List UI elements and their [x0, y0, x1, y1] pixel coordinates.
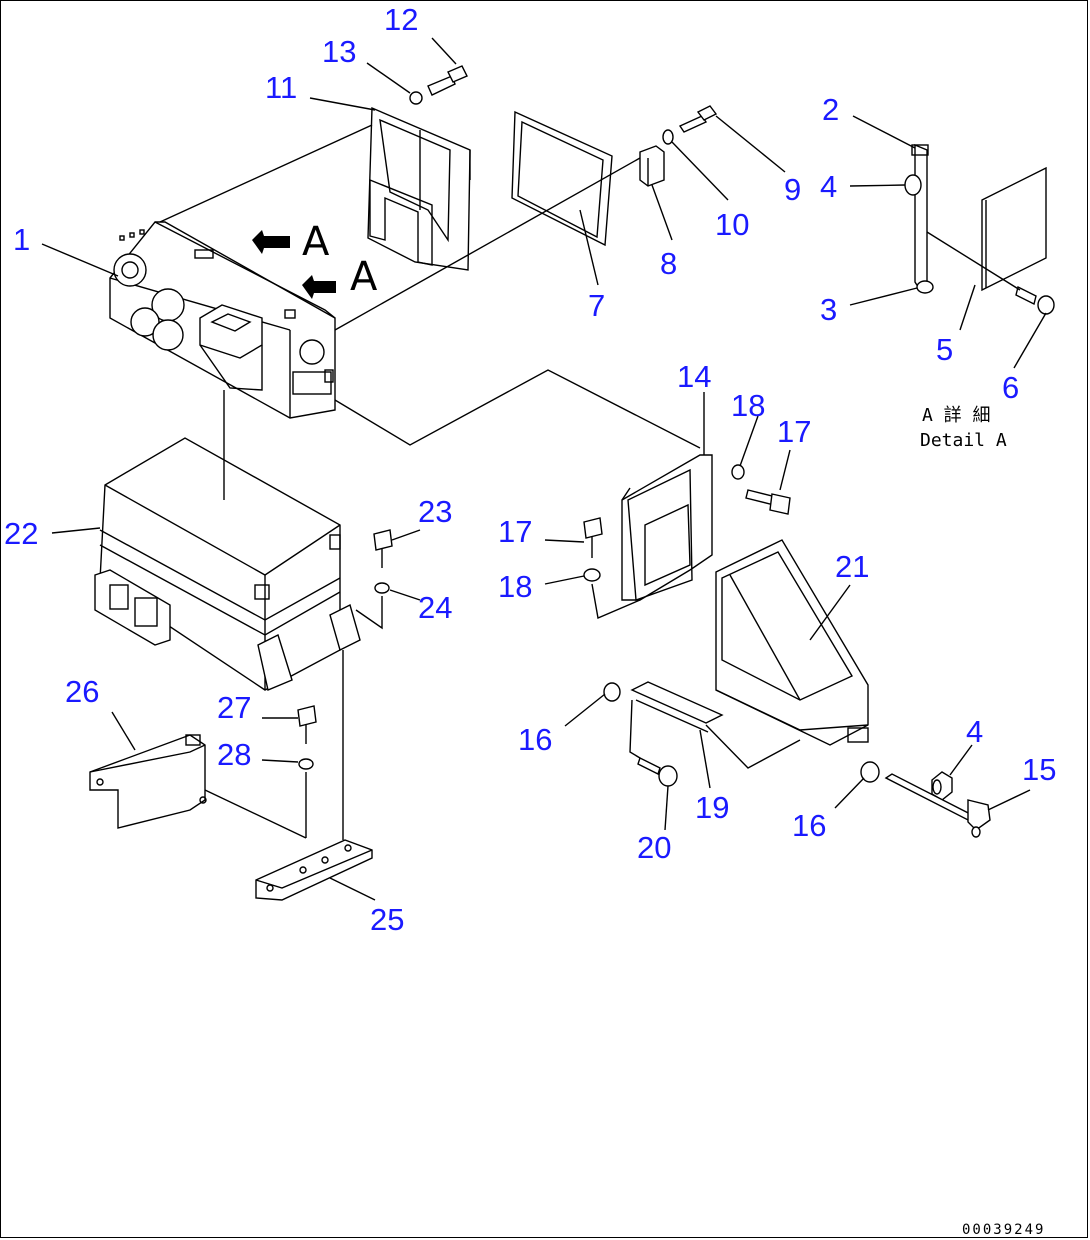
callout-26: 26: [65, 674, 99, 709]
view-arrow-a-upper: A: [252, 219, 330, 265]
part-9-bolt: [678, 105, 718, 133]
part-18-washer-left: [583, 568, 601, 582]
callout-4-detail: 4: [820, 169, 837, 204]
svg-text:A: A: [350, 254, 378, 300]
part-1-ac-unit: [109, 221, 336, 419]
callout-6: 6: [1002, 370, 1019, 405]
part-20-bolt: [637, 757, 678, 787]
callout-9: 9: [784, 172, 801, 207]
part-24-washer: [374, 582, 390, 594]
detail-a-parts: A 詳 細 Detail A: [904, 143, 1055, 451]
part-19-plate: [630, 681, 724, 733]
callout-numbers: 1 2 3 4 4 5 6 7 8 9 10 11 12 13 14 15 16…: [4, 2, 1056, 937]
detail-a-jp-label: A 詳 細: [922, 405, 991, 426]
detail-a-en-label: Detail A: [920, 430, 1007, 451]
part-17-bolt-right: [745, 489, 791, 515]
part-7-plate: [511, 110, 613, 247]
part-27-bolt: [297, 705, 317, 744]
callout-4-lower: 4: [966, 714, 983, 749]
leader-lines: [41, 37, 1047, 901]
callout-19: 19: [695, 790, 729, 825]
part-21-duct-box: [715, 539, 869, 746]
part-11-gasket: [367, 106, 471, 271]
callout-16-upper: 16: [518, 722, 552, 757]
view-arrow-a-lower: A: [302, 254, 378, 300]
callout-25: 25: [370, 902, 404, 937]
callout-2: 2: [822, 92, 839, 127]
part-14-duct: [621, 454, 713, 601]
callout-12: 12: [384, 2, 418, 37]
part-22-controller: [94, 437, 361, 691]
callout-18-right: 18: [731, 388, 765, 423]
callout-1: 1: [13, 222, 30, 257]
callout-16-lower: 16: [792, 808, 826, 843]
part-18-washer-right: [731, 464, 745, 480]
part-16-nut-lower: [860, 761, 880, 783]
callout-7: 7: [588, 288, 605, 323]
callout-3: 3: [820, 292, 837, 327]
callout-24: 24: [418, 590, 452, 625]
callout-22: 22: [4, 516, 38, 551]
drawing-code: 00039249: [962, 1222, 1045, 1238]
callout-27: 27: [217, 690, 251, 725]
callout-8: 8: [660, 246, 677, 281]
part-8-bracket: [639, 145, 665, 187]
part-23-bolt: [373, 529, 393, 568]
callout-11: 11: [265, 70, 297, 105]
part-10-washer: [662, 129, 674, 145]
callout-10: 10: [715, 207, 749, 242]
callout-18-left: 18: [498, 569, 532, 604]
callout-20: 20: [637, 830, 671, 865]
callout-28: 28: [217, 737, 251, 772]
svg-text:A: A: [302, 219, 330, 265]
callout-14: 14: [677, 359, 711, 394]
callout-13: 13: [322, 34, 356, 69]
part-16-nut-upper: [603, 682, 621, 702]
callout-17-left: 17: [498, 514, 532, 549]
part-13-nut: [409, 91, 423, 105]
part-17-bolt-left: [583, 517, 603, 558]
callout-17-right: 17: [777, 414, 811, 449]
callout-15: 15: [1022, 752, 1056, 787]
part-25-bracket: [255, 839, 373, 901]
callout-21: 21: [835, 549, 869, 584]
part-12-bolt: [427, 65, 468, 96]
callout-5: 5: [936, 332, 953, 367]
part-15-rod: [884, 773, 991, 838]
part-28-washer: [298, 758, 314, 770]
callout-23: 23: [418, 494, 452, 529]
part-26-bracket: [89, 734, 207, 829]
